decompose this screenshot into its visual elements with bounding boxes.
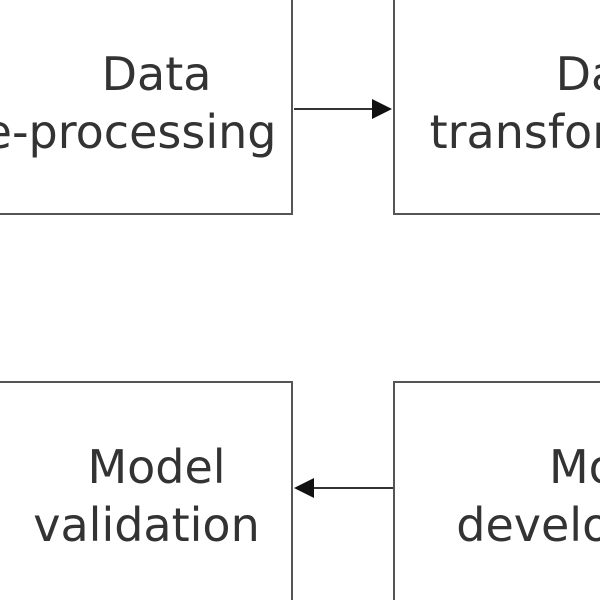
box-label-line2: development	[456, 498, 600, 552]
box-label-line2: pre-processing	[0, 104, 277, 159]
box-data-preprocessing: Data pre-processing	[0, 0, 293, 215]
box-label-line1: Model	[548, 440, 600, 494]
arrow-right	[294, 99, 392, 119]
box-label-line1: Data	[555, 46, 600, 101]
arrow-left	[294, 478, 393, 498]
box-label-line2: validation	[33, 498, 260, 552]
box-label-line2: transformation	[429, 104, 600, 159]
box-label-line1: Model	[87, 440, 226, 494]
box-label-line1: Data	[101, 46, 212, 101]
box-data-transformation: Data transformation	[393, 0, 600, 215]
box-model-development: Model development	[393, 381, 600, 600]
box-model-validation: Model validation	[0, 381, 293, 600]
